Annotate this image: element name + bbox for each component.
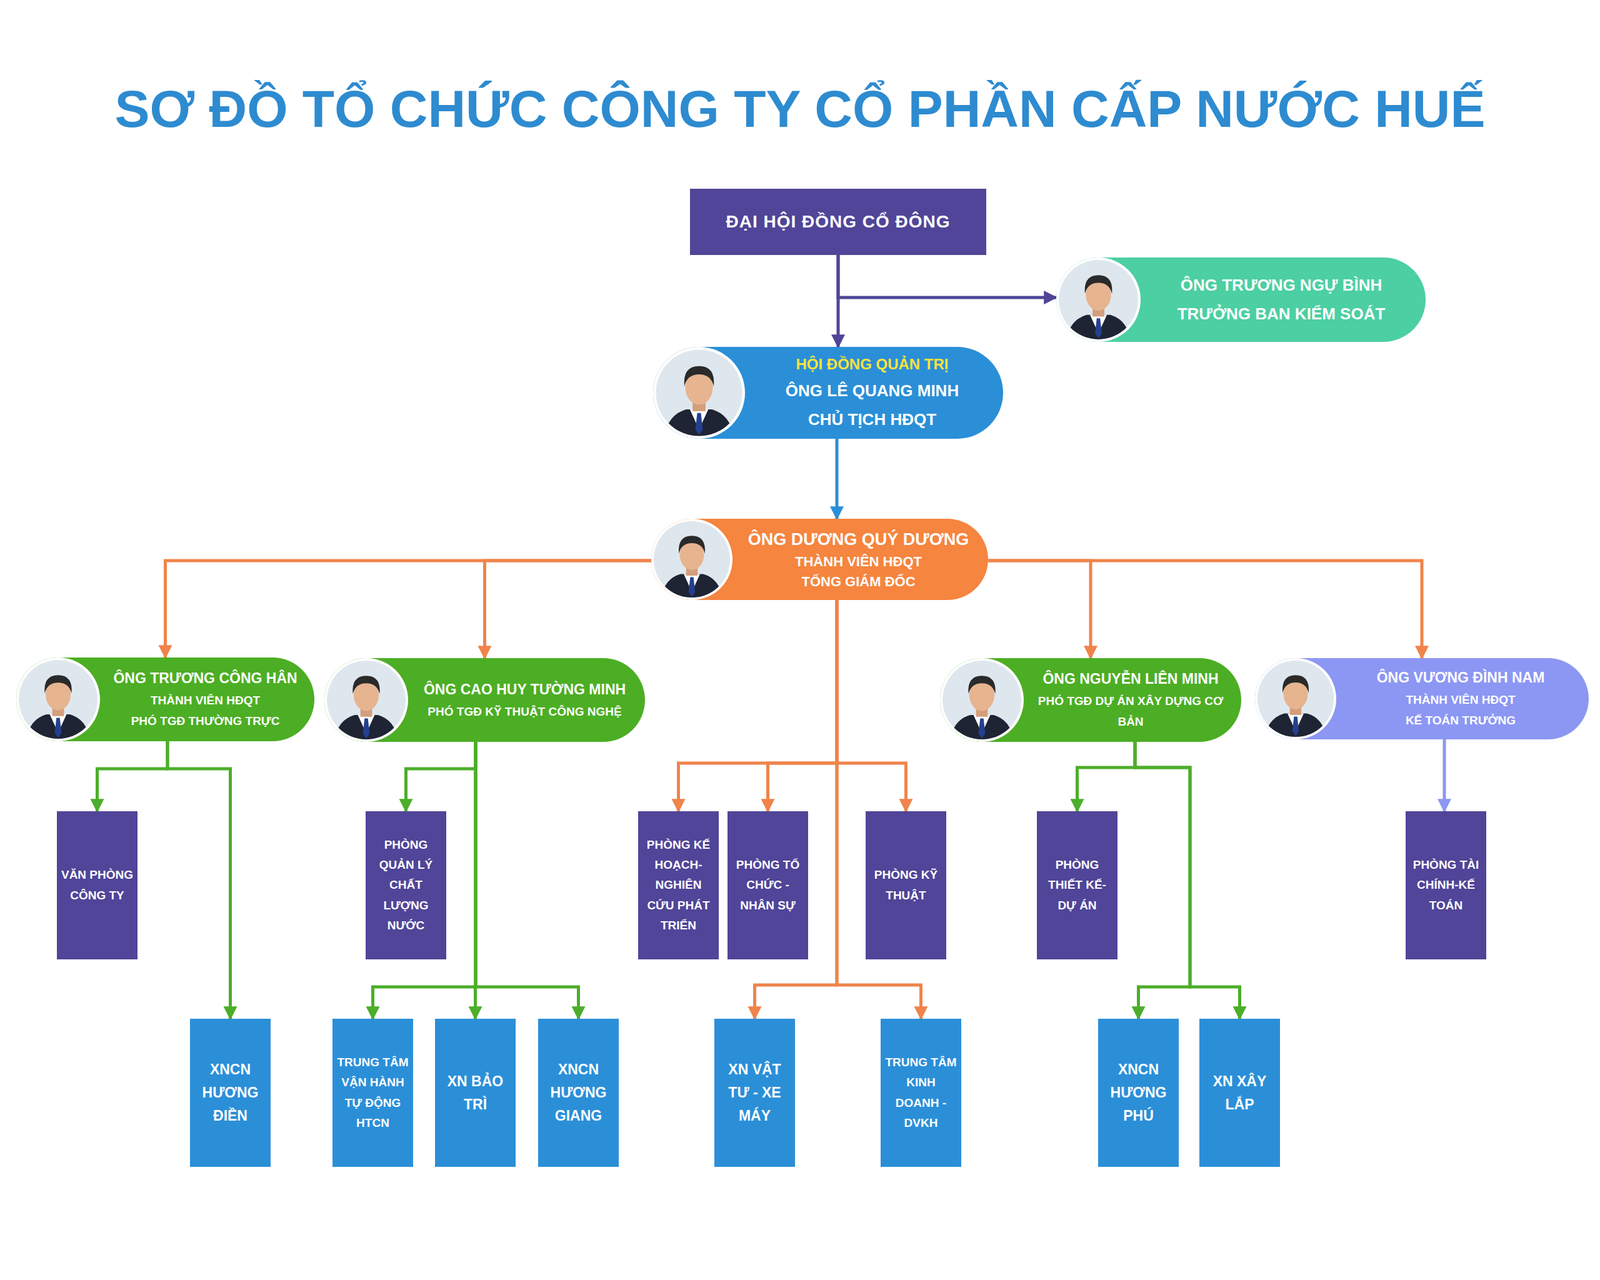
portrait-photo	[1056, 257, 1141, 342]
node-text: KẾ TOÁN TRƯỞNG	[1405, 710, 1516, 731]
node-text: PHÒNG KỸ THUẬT	[868, 865, 944, 906]
portrait-photo	[324, 658, 409, 742]
portrait-photo	[324, 658, 409, 742]
department-box: PHÒNG TỔ CHỨC - NHÂN SỰ	[727, 811, 809, 960]
connector-arrow	[1077, 741, 1136, 812]
portrait-photo	[16, 657, 100, 742]
connector-arrow	[485, 560, 652, 659]
node-text: XNCN HƯƠNG ĐIỀN	[192, 1058, 269, 1127]
chart-title: SƠ ĐỒ TỔ CHỨC CÔNG TY CỔ PHẦN CẤP NƯỚC H…	[0, 80, 1600, 138]
node-text: PHÓ TGĐ DỰ ÁN XÂY DỰNG CƠ BẢN	[1028, 690, 1233, 733]
node-text: XNCN HƯƠNG PHÚ	[1100, 1058, 1177, 1127]
unit-box: XNCN HƯƠNG GIANG	[538, 1018, 619, 1167]
portrait-photo	[1056, 257, 1141, 342]
department-box: PHÒNG THIẾT KẾ-DỰ ÁN	[1036, 811, 1118, 960]
portrait-photo	[651, 518, 733, 600]
governance-box: ĐẠI HỘI ĐỒNG CỔ ĐÔNG	[690, 188, 987, 255]
connector-arrow	[1443, 739, 1447, 812]
person-pill: ÔNG NGUYỄN LIÊN MINHPHÓ TGĐ DỰ ÁN XÂY DỰ…	[940, 658, 1242, 742]
node-text: ĐẠI HỘI ĐỒNG CỔ ĐÔNG	[725, 211, 950, 232]
node-text: PHÒNG QUẢN LÝ CHẤT LƯỢNG NƯỚC	[368, 835, 444, 936]
node-text: ÔNG LÊ QUANG MINH	[785, 376, 959, 406]
text-area: ÔNG TRƯƠNG NGỰ BÌNHTRƯỞNG BAN KIỂM SOÁT	[1145, 257, 1426, 342]
text-area: ÔNG TRƯƠNG CÔNG HÂNTHÀNH VIÊN HĐQTPHÓ TG…	[105, 657, 315, 742]
connector-arrow	[678, 600, 838, 812]
connector-arrow	[988, 560, 1091, 659]
node-text: ÔNG DƯƠNG QUÝ DƯƠNG	[748, 527, 969, 552]
person-pill: ÔNG TRƯƠNG CÔNG HÂNTHÀNH VIÊN HĐQTPHÓ TG…	[16, 657, 315, 742]
portrait-photo	[1255, 658, 1337, 740]
unit-box: XN XÂY LẮP	[1199, 1018, 1280, 1167]
node-text: XNCN HƯƠNG GIANG	[540, 1058, 617, 1127]
unit-box: XNCN HƯƠNG PHÚ	[1098, 1018, 1179, 1167]
node-text: PHÒNG THIẾT KẾ-DỰ ÁN	[1039, 855, 1115, 916]
department-box: PHÒNG QUẢN LÝ CHẤT LƯỢNG NƯỚC	[365, 811, 447, 960]
text-area: HỘI ĐỒNG QUẢN TRỊÔNG LÊ QUANG MINHCHỦ TỊ…	[750, 346, 1004, 439]
unit-box: TRUNG TÂM KINH DOANH - DVKH	[880, 1018, 962, 1167]
connector-arrow	[838, 255, 1057, 298]
node-text: THÀNH VIÊN HĐQT	[1405, 689, 1515, 710]
connector-arrow	[836, 255, 840, 347]
department-box: PHÒNG KỸ THUẬT	[865, 811, 947, 960]
unit-box: XN BẢO TRÌ	[435, 1018, 516, 1167]
node-text: CHỦ TỊCH HĐQT	[808, 405, 937, 435]
node-text: ÔNG TRƯƠNG NGỰ BÌNH	[1180, 271, 1382, 300]
node-text: TRUNG TÂM VẬN HÀNH TỰ ĐỘNG HTCN	[335, 1052, 411, 1134]
portrait-photo	[651, 518, 733, 600]
node-text: XN XÂY LẮP	[1201, 1070, 1278, 1117]
connector-arrow	[1135, 741, 1190, 1019]
portrait-photo	[940, 658, 1024, 742]
text-area: ÔNG NGUYỄN LIÊN MINHPHÓ TGĐ DỰ ÁN XÂY DỰ…	[1028, 658, 1242, 742]
node-text: ÔNG TRƯƠNG CÔNG HÂN	[113, 666, 297, 690]
node-text: XN VẬT TƯ - XE MÁY	[716, 1058, 793, 1127]
connector-arrow	[97, 741, 169, 812]
text-area: ÔNG VƯƠNG ĐÌNH NAMTHÀNH VIÊN HĐQTKẾ TOÁN…	[1341, 658, 1589, 740]
node-text: ÔNG VƯƠNG ĐÌNH NAM	[1376, 666, 1545, 690]
node-text: PHÓ TGĐ KỸ THUẬT CÔNG NGHỆ	[427, 701, 622, 722]
unit-box: XNCN HƯƠNG ĐIỀN	[190, 1018, 271, 1167]
portrait-photo	[1255, 658, 1337, 740]
node-text: HỘI ĐỒNG QUẢN TRỊ	[796, 351, 949, 378]
node-text: THÀNH VIÊN HĐQT	[795, 551, 922, 572]
department-box: PHÒNG TÀI CHÍNH-KẾ TOÁN	[1405, 811, 1487, 960]
node-text: XN BẢO TRÌ	[437, 1070, 514, 1117]
node-text: THÀNH VIÊN HĐQT	[150, 690, 260, 711]
connector-arrow	[167, 741, 231, 1019]
person-pill: ÔNG TRƯƠNG NGỰ BÌNHTRƯỞNG BAN KIỂM SOÁT	[1056, 257, 1426, 342]
connector-arrow	[835, 438, 839, 519]
node-text: VĂN PHÒNG CÔNG TY	[59, 865, 135, 906]
portrait-photo	[16, 657, 100, 742]
connector-arrow	[836, 600, 907, 812]
unit-box: TRUNG TÂM VẬN HÀNH TỰ ĐỘNG HTCN	[332, 1018, 414, 1167]
node-text: PHÒNG TÀI CHÍNH-KẾ TOÁN	[1408, 855, 1484, 916]
portrait-photo	[653, 346, 745, 439]
connector-arrow	[406, 741, 477, 812]
person-pill: ÔNG VƯƠNG ĐÌNH NAMTHÀNH VIÊN HĐQTKẾ TOÁN…	[1255, 658, 1589, 740]
portrait-photo	[653, 346, 745, 439]
connector-arrow	[768, 600, 838, 812]
connector-arrow	[165, 560, 652, 658]
department-box: PHÒNG KẾ HOẠCH-NGHIÊN CỨU PHÁT TRIỂN	[638, 811, 719, 960]
portrait-photo	[940, 658, 1024, 742]
text-area: ÔNG CAO HUY TƯỜNG MINHPHÓ TGĐ KỸ THUẬT C…	[413, 658, 645, 742]
person-pill: HỘI ĐỒNG QUẢN TRỊÔNG LÊ QUANG MINHCHỦ TỊ…	[653, 346, 1004, 439]
connector-arrow	[475, 741, 579, 1019]
node-text: PHÒNG KẾ HOẠCH-NGHIÊN CỨU PHÁT TRIỂN	[640, 835, 717, 936]
node-text: TRUNG TÂM KINH DOANH - DVKH	[883, 1052, 959, 1134]
text-area: ÔNG DƯƠNG QUÝ DƯƠNGTHÀNH VIÊN HĐQTTỔNG G…	[737, 518, 989, 600]
person-pill: ÔNG CAO HUY TƯỜNG MINHPHÓ TGĐ KỸ THUẬT C…	[324, 658, 645, 742]
node-text: ÔNG CAO HUY TƯỜNG MINH	[423, 678, 626, 702]
unit-box: XN VẬT TƯ - XE MÁY	[714, 1018, 795, 1167]
department-box: VĂN PHÒNG CÔNG TY	[56, 811, 138, 960]
node-text: ÔNG NGUYỄN LIÊN MINH	[1042, 667, 1219, 691]
connector-arrow	[988, 560, 1422, 659]
connector-arrow	[1135, 741, 1240, 1019]
node-text: PHÒNG TỔ CHỨC - NHÂN SỰ	[730, 855, 806, 916]
node-text: TRƯỞNG BAN KIỂM SOÁT	[1177, 300, 1386, 329]
person-pill: ÔNG DƯƠNG QUÝ DƯƠNGTHÀNH VIÊN HĐQTTỔNG G…	[651, 518, 989, 600]
node-text: TỔNG GIÁM ĐỐC	[801, 571, 915, 592]
node-text: PHÓ TGĐ THƯỜNG TRỰC	[131, 710, 280, 732]
